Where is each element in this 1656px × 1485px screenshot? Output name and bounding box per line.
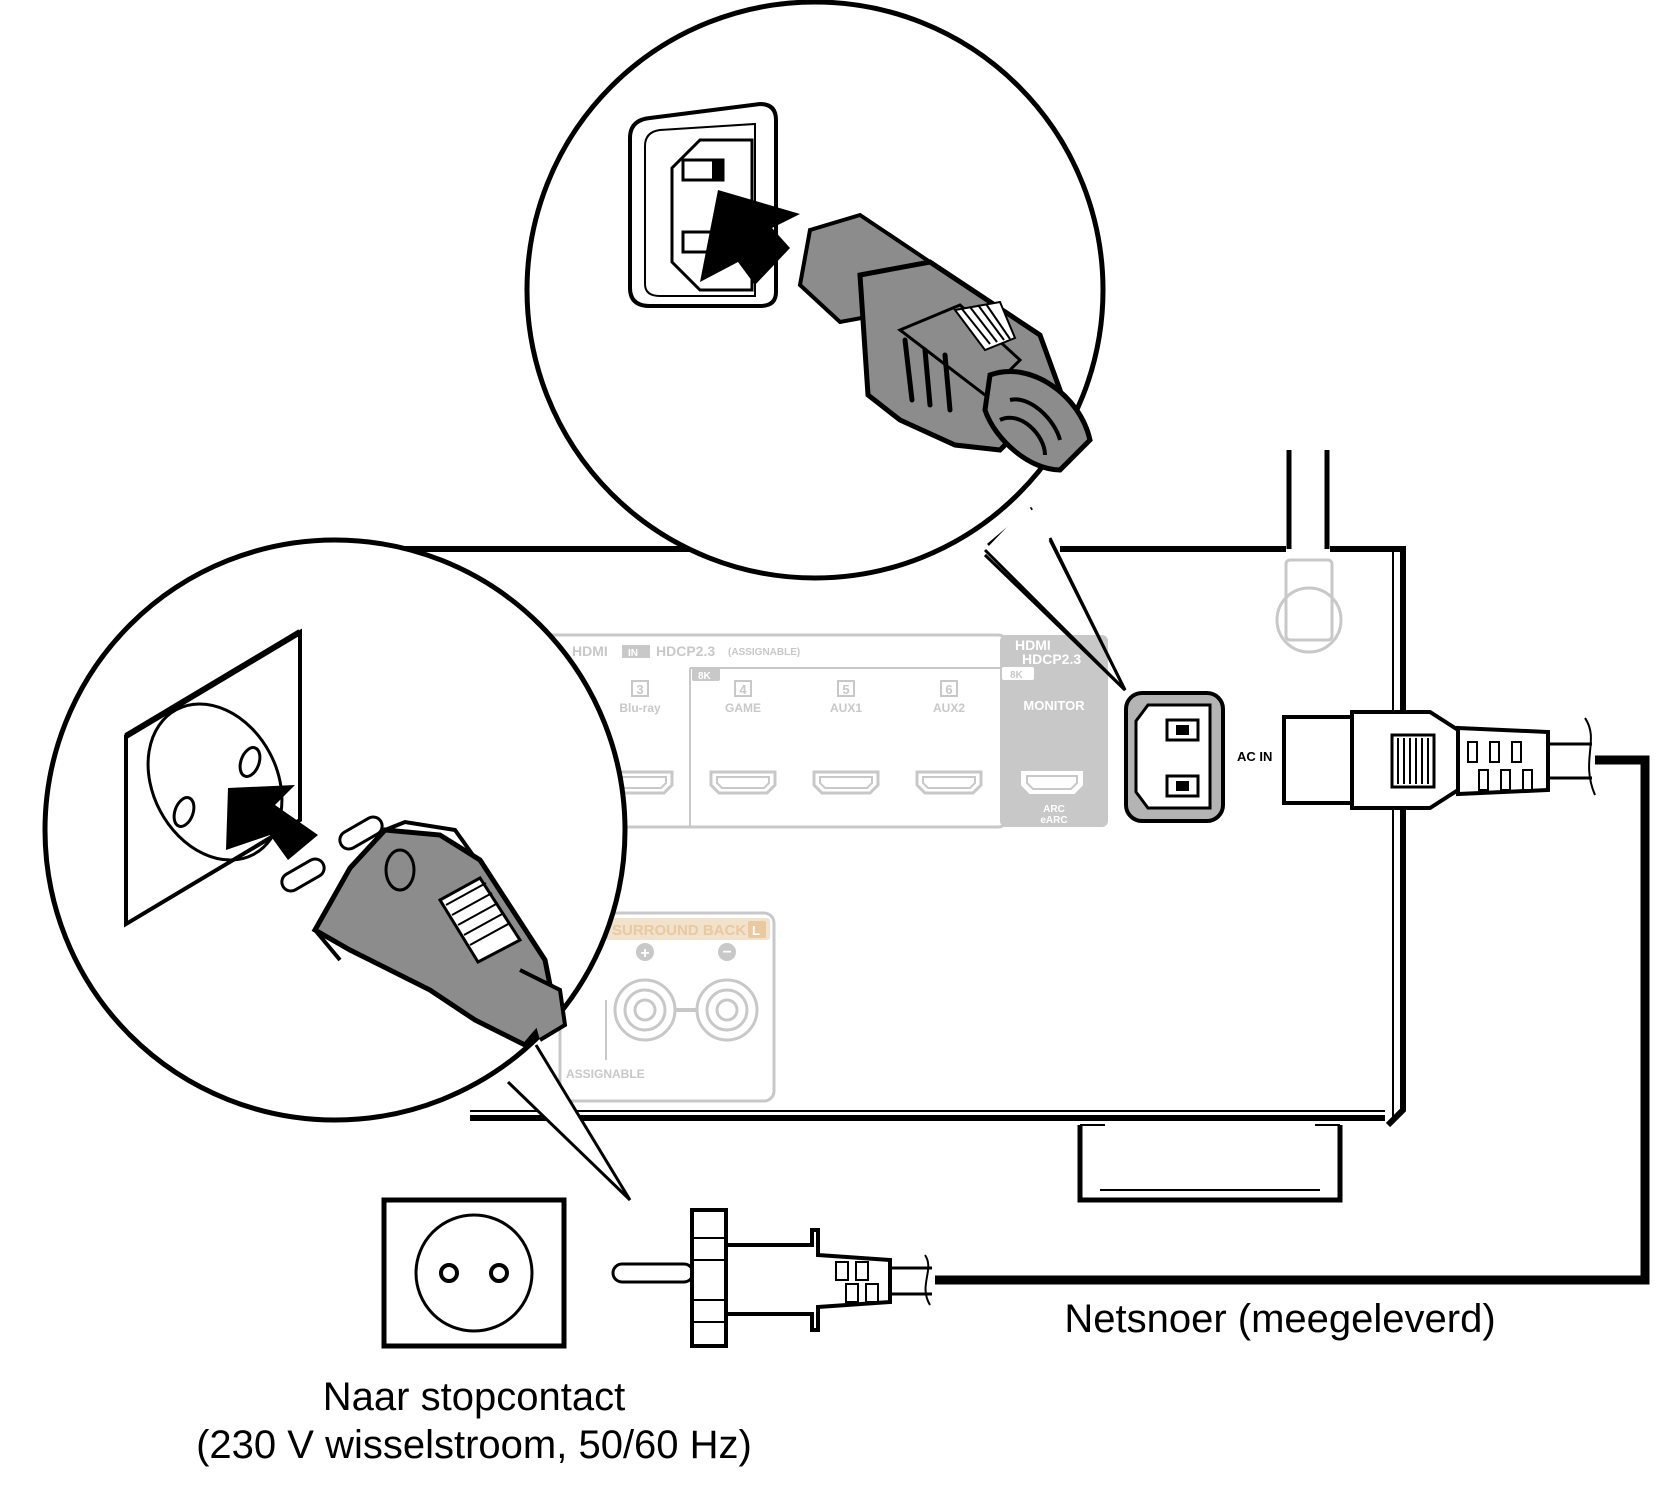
antenna xyxy=(1275,450,1343,654)
input-number-box xyxy=(837,680,855,697)
cord-caption: Netsnoer (meegeleverd) xyxy=(1064,1297,1495,1341)
hdmi-in-title: HDMI xyxy=(572,643,608,659)
input-name: AUX2 xyxy=(933,701,965,715)
input-name: AUX1 xyxy=(830,701,862,715)
hdmi-monitor-port xyxy=(1021,771,1083,794)
input-number-box xyxy=(631,680,649,697)
earc-label: eARC xyxy=(1040,815,1067,826)
insert-arrow-top-icon xyxy=(700,190,800,285)
speaker-terminal-minus xyxy=(695,978,759,1042)
assignable-paren: (ASSIGNABLE) xyxy=(728,647,800,658)
speaker-terminal-plus xyxy=(613,978,677,1042)
hdmi-port-inner xyxy=(819,776,873,789)
hdmi-port xyxy=(709,770,777,795)
power-cord xyxy=(935,755,1650,1285)
arc-label: ARC xyxy=(1043,804,1065,815)
badge-8k: 8K xyxy=(698,671,712,682)
ac-in-socket xyxy=(1124,691,1225,823)
input-number: 6 xyxy=(945,682,952,697)
hdmi-port xyxy=(915,770,983,795)
iec-plug-connected xyxy=(1282,710,1596,810)
assignable-label: ASSIGNABLE xyxy=(566,1067,645,1081)
input-number-box xyxy=(734,680,752,697)
ac-in-label: AC IN xyxy=(1237,749,1272,764)
monitor-label: MONITOR xyxy=(1023,698,1085,713)
schuko-plug-free xyxy=(611,1208,932,1348)
hdmi-out-title: HDMI xyxy=(1015,637,1051,653)
iec-plug-closeup xyxy=(797,212,1093,473)
hdmi-port xyxy=(812,770,880,795)
input-number: 3 xyxy=(636,682,643,697)
wall-socket-closeup xyxy=(124,628,302,928)
input-name: Blu-ray xyxy=(619,701,661,715)
wall-outlet xyxy=(381,1197,567,1349)
input-number: 5 xyxy=(842,682,849,697)
outlet-caption-line1: Naar stopcontact xyxy=(323,1375,625,1419)
minus-sign: − xyxy=(722,944,731,961)
in-badge-box xyxy=(622,645,650,658)
hdcp-label: HDCP2.3 xyxy=(656,643,715,659)
hdmi-port-inner xyxy=(716,776,770,789)
schuko-plug-closeup xyxy=(280,815,568,1049)
hdmi-port-inner xyxy=(922,776,976,789)
badge-8k-box xyxy=(692,668,720,681)
surround-back-label: SURROUND BACK xyxy=(612,922,746,939)
input-number: 4 xyxy=(739,682,747,697)
receiver-foot xyxy=(1077,1124,1343,1203)
surround-back-channel: L xyxy=(752,923,760,938)
hdmi-out-badge: 8K xyxy=(1010,670,1024,681)
insert-arrow-left-icon xyxy=(226,785,318,860)
hdmi-output-panel: HDMI HDCP2.3 8K MONITOR ARC eARC xyxy=(1000,635,1108,827)
outlet-caption-line2: (230 V wisselstroom, 50/60 Hz) xyxy=(196,1423,752,1467)
wall-socket-magnifier xyxy=(42,537,632,1202)
hdmi-out-hdcp: HDCP2.3 xyxy=(1022,651,1081,667)
ac-inlet-magnifier xyxy=(524,0,1127,692)
input-name: GAME xyxy=(725,701,761,715)
in-badge: IN xyxy=(628,648,638,659)
input-number-box xyxy=(940,680,958,697)
plus-sign: + xyxy=(640,945,649,962)
receiver-body xyxy=(395,450,1406,1203)
